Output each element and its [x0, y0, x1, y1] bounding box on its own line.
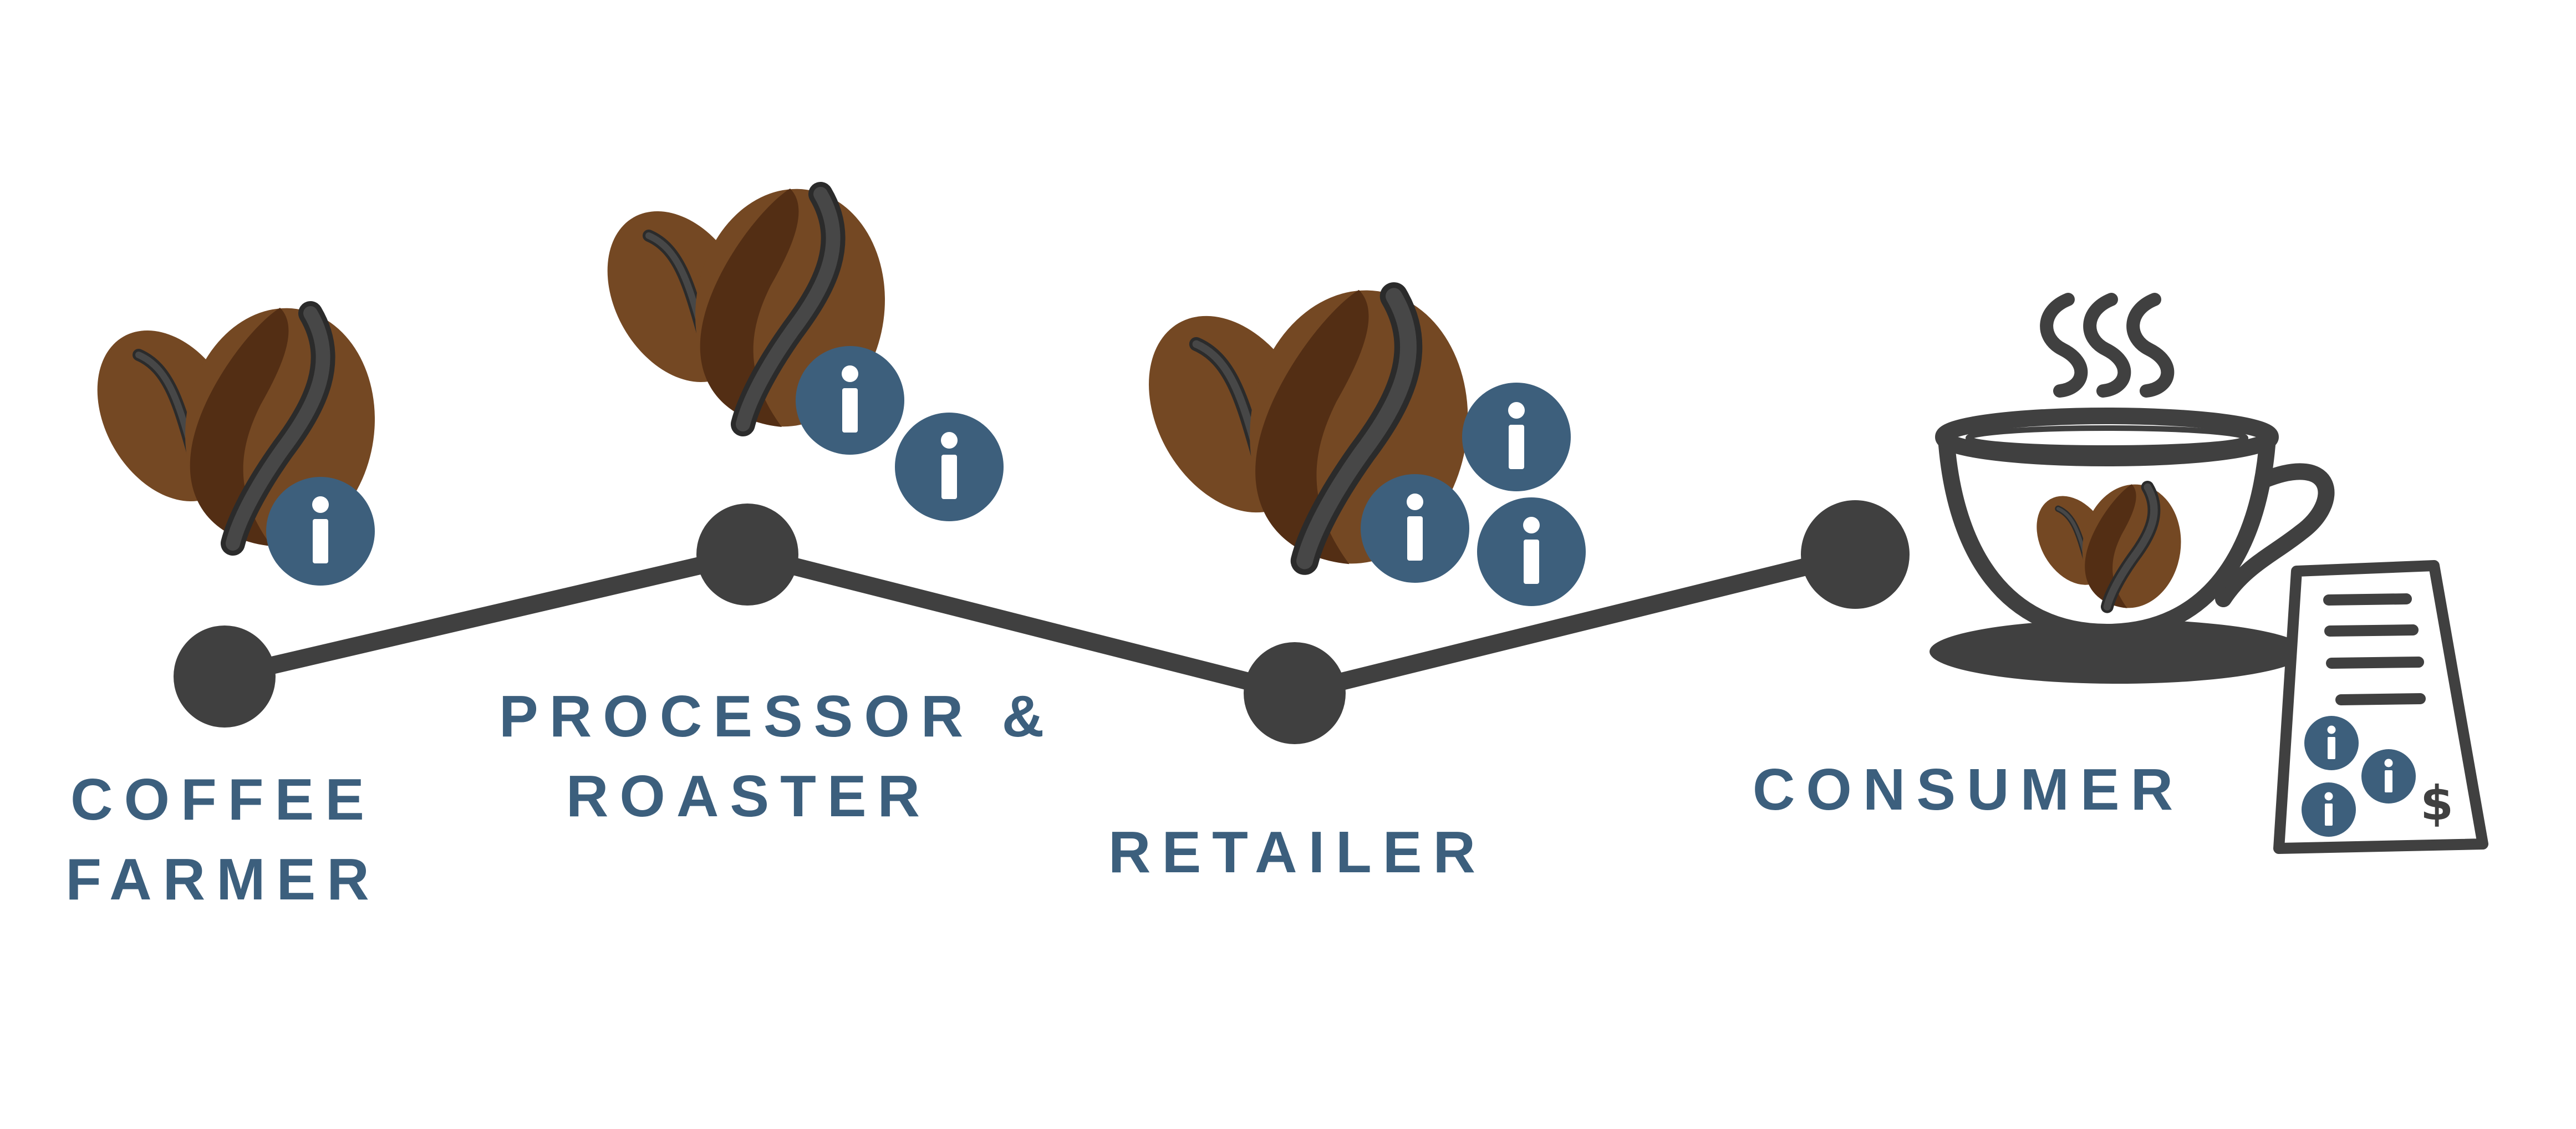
receipt-dollar-sign: $ — [2420, 776, 2453, 831]
stage-label-farmer: COFFEE FARMER — [57, 760, 389, 919]
coffee-cup-icon — [1930, 293, 2335, 684]
info-icon — [1361, 474, 1469, 583]
info-icon — [1477, 497, 1586, 606]
processor-illustration — [578, 176, 1004, 521]
stage-label-line: PROCESSOR & — [499, 684, 1056, 749]
stage-label-line: COFFEE — [70, 767, 375, 832]
retailer-illustration — [1115, 276, 1586, 606]
stage-node-processor — [696, 504, 798, 606]
info-icon — [2304, 716, 2359, 770]
info-icon — [2361, 749, 2416, 803]
stage-label-line: RETAILER — [1108, 820, 1487, 885]
info-icon — [2302, 782, 2356, 837]
timeline-line — [216, 546, 1864, 702]
steam-icon — [2040, 293, 2175, 398]
stage-label-line: CONSUMER — [1752, 757, 2185, 822]
stage-label-line: ROASTER — [566, 764, 931, 829]
stage-label-line: FARMER — [65, 847, 380, 912]
stage-node-retailer — [1244, 642, 1346, 744]
stage-node-consumer — [1801, 500, 1910, 609]
info-icon — [266, 477, 375, 586]
info-icon — [895, 413, 1004, 521]
info-icon — [796, 346, 904, 455]
farmer-illustration — [68, 296, 390, 586]
stage-label-processor: PROCESSOR & ROASTER — [499, 677, 1056, 836]
receipt-icon: $ — [2273, 560, 2488, 854]
stage-node-farmer — [174, 625, 276, 728]
stage-label-retailer: RETAILER — [1098, 812, 1497, 892]
stage-label-consumer: CONSUMER — [1747, 750, 2190, 830]
info-icon — [1462, 383, 1571, 491]
